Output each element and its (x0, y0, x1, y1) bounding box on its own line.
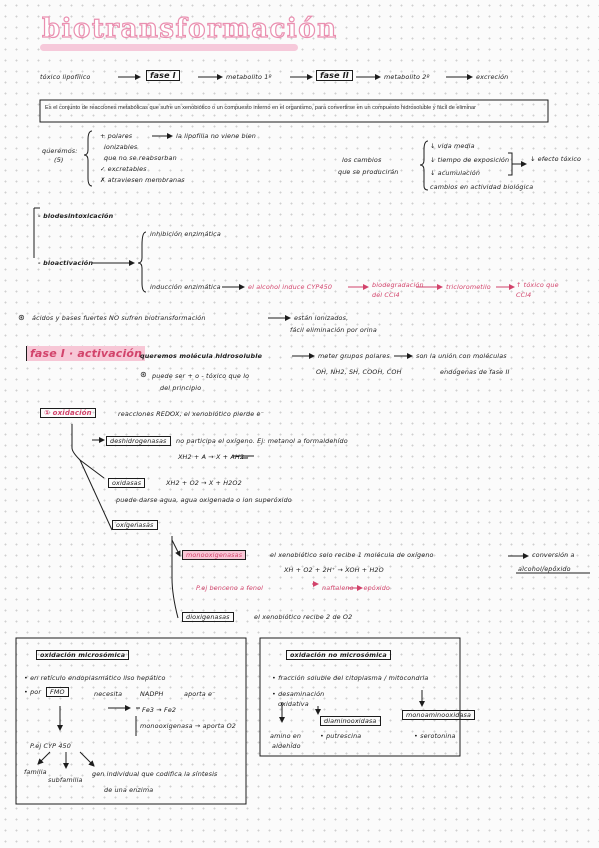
bio-inhibicion: inhibición enzimática (150, 230, 221, 238)
nomicro-desam: • desaminación (272, 690, 325, 698)
flow-fase2: fase II (316, 70, 353, 81)
fase1-union: son la unión con moléculas (416, 352, 507, 360)
nomicro-diamino: diaminooxidasa (320, 716, 381, 726)
micro-individuo: gen individual que codifica la síntesis (92, 770, 218, 778)
cambios-efecto: ↓ efecto tóxico (530, 155, 582, 163)
micro-enzima: de una enzima (104, 786, 154, 794)
oxidacion-alcohol-epox: alcohol/epóxido (518, 565, 571, 573)
queremos-item-4: ✓ excretables (100, 165, 147, 173)
acidos-bullet-icon: ⊛ (18, 313, 25, 322)
fase1-principio: del principio (160, 384, 202, 392)
cambios-item-2: ↓ tiempo de exposición (430, 156, 510, 164)
cambios-item-3: ↓ acumulación (430, 169, 481, 177)
oxidacion-mono-desc: el xenobiótico solo recibe 1 molécula de… (270, 551, 434, 559)
flow-excrecion: excreción (476, 73, 509, 81)
fase1-queremos: queremos molécula hidrosoluble (140, 352, 263, 360)
micro-fe: Fe3 → Fe2 (142, 706, 177, 714)
oxidacion-oxidasas: oxidasas (108, 478, 146, 488)
queremos-count: (5) (54, 156, 64, 164)
micro-cyp: P.ej CYP 450 (30, 742, 71, 750)
oxidacion-oxid-eq: XH2 + O2 → X + H2O2 (166, 479, 242, 487)
fase1-puede: puede ser + o - tóxico que lo (152, 372, 250, 380)
nomicro-putrescina: • putrescina (320, 732, 362, 740)
bio-triclorometilo: triclorometilo (446, 283, 491, 291)
page-title: biotransformación (41, 13, 338, 44)
micro-heading: oxidación microsómica (36, 650, 130, 660)
micro-mono: monooxigenasa → aporta O2 (140, 722, 236, 730)
nomicro-amino: amino en (270, 732, 302, 740)
bio-biodegradacion: biodegradación del CCl4 (372, 281, 424, 299)
micro-l1: • en retículo endoplasmático liso hepáti… (24, 674, 166, 682)
cambios-label-2: que se producirán (338, 168, 399, 176)
oxidacion-benceno: P.ej benceno a fenol (196, 584, 264, 592)
acidos-text: ácidos y bases fuertes NO sufren biotran… (32, 314, 206, 322)
oxidacion-conversion: conversión a (532, 551, 575, 559)
acidos-orina: fácil eliminación por orina (290, 326, 377, 334)
cambios-item-4: cambios en actividad biológica (430, 183, 534, 191)
bio-activacion: - bioactivación (38, 259, 94, 267)
oxidacion-deshid-eq: XH2 + A → X + AH2 (178, 453, 245, 461)
cambios-label-1: los cambios (342, 156, 382, 164)
flow-toxico: tóxico lipofílico (40, 73, 91, 81)
oxidacion-naftaleno: naftaleno → epóxido (322, 584, 390, 592)
title-highlight (40, 44, 298, 51)
fase1-endogenas: endógenas de fase II (440, 368, 510, 376)
micro-nadph: NADPH (140, 690, 164, 698)
oxidacion-deshidrogenasas: deshidrogenasas (106, 436, 171, 446)
flow-fase1: fase I (146, 70, 180, 81)
queremos-lipofilia: la lipofilia no viene bien (176, 132, 256, 140)
nomicro-monoamino: monoaminooxidasa (402, 710, 476, 720)
fase1-heading: fase I · activación (26, 346, 146, 361)
oxidacion-deshid-desc: no participa el oxígeno. Ej: metanol a f… (176, 437, 348, 445)
flow-metabolito1: metabolito 1º (226, 73, 272, 81)
queremos-item-2: ionizables (104, 143, 138, 151)
oxidacion-oxigenasas: oxigenasas (112, 520, 158, 530)
bio-desintox: - biodesintoxicación (38, 212, 114, 220)
bio-induccion: inducción enzimática (150, 283, 221, 291)
queremos-item-3: que no se reabsorban (104, 154, 177, 162)
nomicro-oxidativa: oxidativa (278, 700, 309, 708)
fase1-meter: meter grupos polares (318, 352, 390, 360)
queremos-item-5: ✗ atraviesen membranas (100, 176, 185, 184)
oxidacion-heading: ① oxidación (40, 408, 96, 418)
bio-alcohol: el alcohol induce CYP450 (248, 283, 333, 291)
micro-subfamilia: subfamilia (48, 776, 83, 784)
micro-necesita: necesita (94, 690, 123, 698)
definition-text: Es el conjunto de reacciones metabólicas… (45, 105, 476, 111)
oxidacion-dioxi: dioxigenasas (182, 612, 234, 622)
cambios-item-1: ↓ vida media (430, 142, 475, 150)
nomicro-serotonina: • serotonina (414, 732, 456, 740)
nomicro-aldehido: aldehído (272, 742, 301, 750)
oxidacion-mono: monooxigenasas (182, 550, 247, 560)
oxidacion-desc: reacciones REDOX, el xenobiótico pierde … (118, 410, 265, 418)
acidos-ionizados: están ionizados, (294, 314, 349, 322)
micro-aporta-e: aporta e⁻ (184, 690, 216, 698)
queremos-label: queremos: (42, 147, 78, 155)
bio-mas-toxico: ↑ tóxico que CCl4 (516, 281, 559, 299)
micro-familia: familia (24, 768, 47, 776)
oxidacion-mono-eq: XH + O2 + 2H⁺ → XOH + H2O (284, 566, 384, 574)
micro-por: • por (24, 688, 42, 696)
micro-fmo: FMO (46, 687, 69, 697)
nomicro-heading: oxidación no microsómica (286, 650, 391, 660)
nomicro-l1: • fracción soluble del citoplasma / mito… (272, 674, 429, 682)
oxidacion-dioxi-desc: el xenobiótico recibe 2 de O2 (254, 613, 353, 621)
queremos-item-1: + polares (100, 132, 133, 140)
flow-metabolito2: metabolito 2º (384, 73, 430, 81)
fase1-bullet-icon: ⊛ (140, 370, 147, 379)
oxidacion-oxid-desc: puede darse agua, agua oxigenada o ion s… (116, 496, 292, 504)
fase1-grupos: OH, NH2, SH, COOH, COH (316, 368, 402, 376)
